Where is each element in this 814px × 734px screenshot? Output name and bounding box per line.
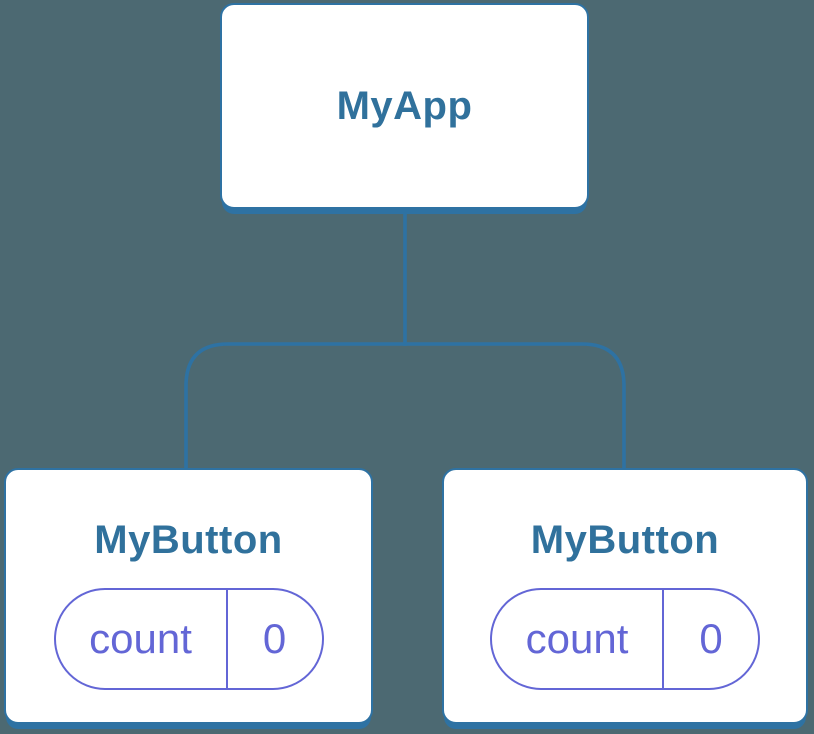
child-2-state-pill: count 0 xyxy=(490,588,760,690)
state-name-label: count xyxy=(56,590,228,688)
state-value-label: 0 xyxy=(262,615,287,662)
child-1-component-label: MyButton xyxy=(94,518,283,562)
root-component-label: MyApp xyxy=(336,83,473,128)
state-name-label: count xyxy=(492,590,664,688)
component-node-child-2: MyButton count 0 xyxy=(442,468,808,724)
connector-fork xyxy=(184,342,626,470)
state-value-label: 0 xyxy=(699,615,723,662)
child-1-state-pill: count 0 xyxy=(53,588,324,690)
child-2-component-label: MyButton xyxy=(530,518,720,562)
component-node-child-1: MyButton count 0 xyxy=(4,468,373,724)
component-node-root: MyApp xyxy=(220,3,589,209)
